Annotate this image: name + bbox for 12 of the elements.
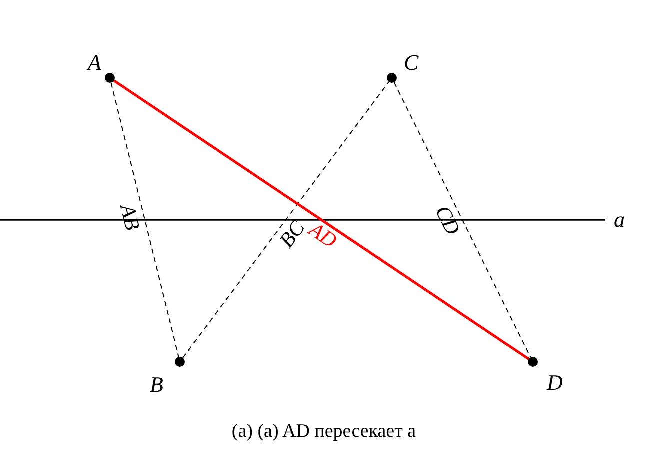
edge-label: AD bbox=[306, 219, 341, 252]
point-label: A bbox=[88, 52, 102, 74]
line-segment bbox=[182, 82, 390, 358]
edge-label: CD bbox=[431, 202, 464, 238]
point-label: D bbox=[547, 372, 563, 394]
line-segment bbox=[394, 82, 532, 358]
line-segment bbox=[110, 82, 180, 358]
line-segment bbox=[113, 80, 530, 360]
point-label: B bbox=[150, 374, 164, 396]
caption: (a) (a) AD пересекает а bbox=[230, 421, 418, 443]
line-label: a bbox=[614, 209, 625, 231]
point-label: C bbox=[404, 52, 419, 74]
